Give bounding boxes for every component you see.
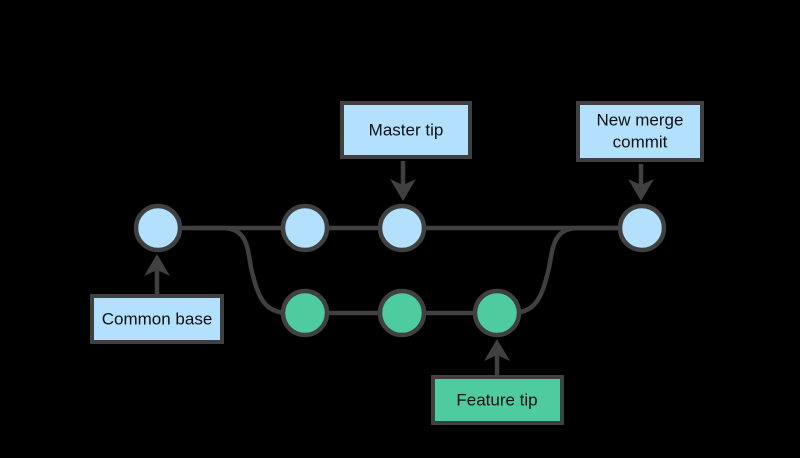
callout-common-base-label: Common base xyxy=(102,309,213,328)
arrow-master-tip xyxy=(390,161,416,201)
callout-master-tip[interactable]: Master tip xyxy=(340,101,472,159)
callout-feature-tip-label: Feature tip xyxy=(456,390,537,409)
master-branch-nodes xyxy=(133,203,667,253)
callout-new-merge-commit[interactable]: New merge commit xyxy=(576,101,704,162)
arrow-group xyxy=(144,161,654,375)
commit-node-merge[interactable] xyxy=(617,203,667,253)
arrow-common-base xyxy=(144,254,170,294)
commit-node-master-2[interactable] xyxy=(377,203,427,253)
arrow-feature-tip-head xyxy=(484,339,510,361)
callout-feature-tip[interactable]: Feature tip xyxy=(431,375,564,425)
callout-new-merge-commit-label-line2: commit xyxy=(613,132,668,151)
callout-common-base-box[interactable] xyxy=(90,294,224,344)
feature-branch-nodes xyxy=(280,288,522,338)
arrow-new-merge-commit xyxy=(628,164,654,201)
callout-common-base[interactable]: Common base xyxy=(90,294,224,344)
commit-node-feature-tip[interactable] xyxy=(472,288,522,338)
callout-master-tip-label: Master tip xyxy=(369,120,444,139)
callout-new-merge-commit-box[interactable] xyxy=(576,101,704,162)
arrow-master-tip-head xyxy=(390,179,416,201)
edge-branch-off xyxy=(197,225,291,316)
arrow-new-merge-commit-head xyxy=(628,179,654,201)
arrow-feature-tip xyxy=(484,339,510,375)
commit-node-master-0[interactable] xyxy=(133,203,183,253)
callout-master-tip-box[interactable] xyxy=(340,101,472,159)
arrow-common-base-head xyxy=(144,254,170,276)
commit-node-feature-0[interactable] xyxy=(280,288,330,338)
callout-feature-tip-box[interactable] xyxy=(431,375,564,425)
commit-node-master-1[interactable] xyxy=(280,203,330,253)
edge-merge-in xyxy=(509,225,623,316)
callout-group: Common base Master tip New merge commit … xyxy=(90,101,704,425)
callout-new-merge-commit-label-line1: New merge xyxy=(597,110,684,129)
commit-node-feature-1[interactable] xyxy=(377,288,427,338)
